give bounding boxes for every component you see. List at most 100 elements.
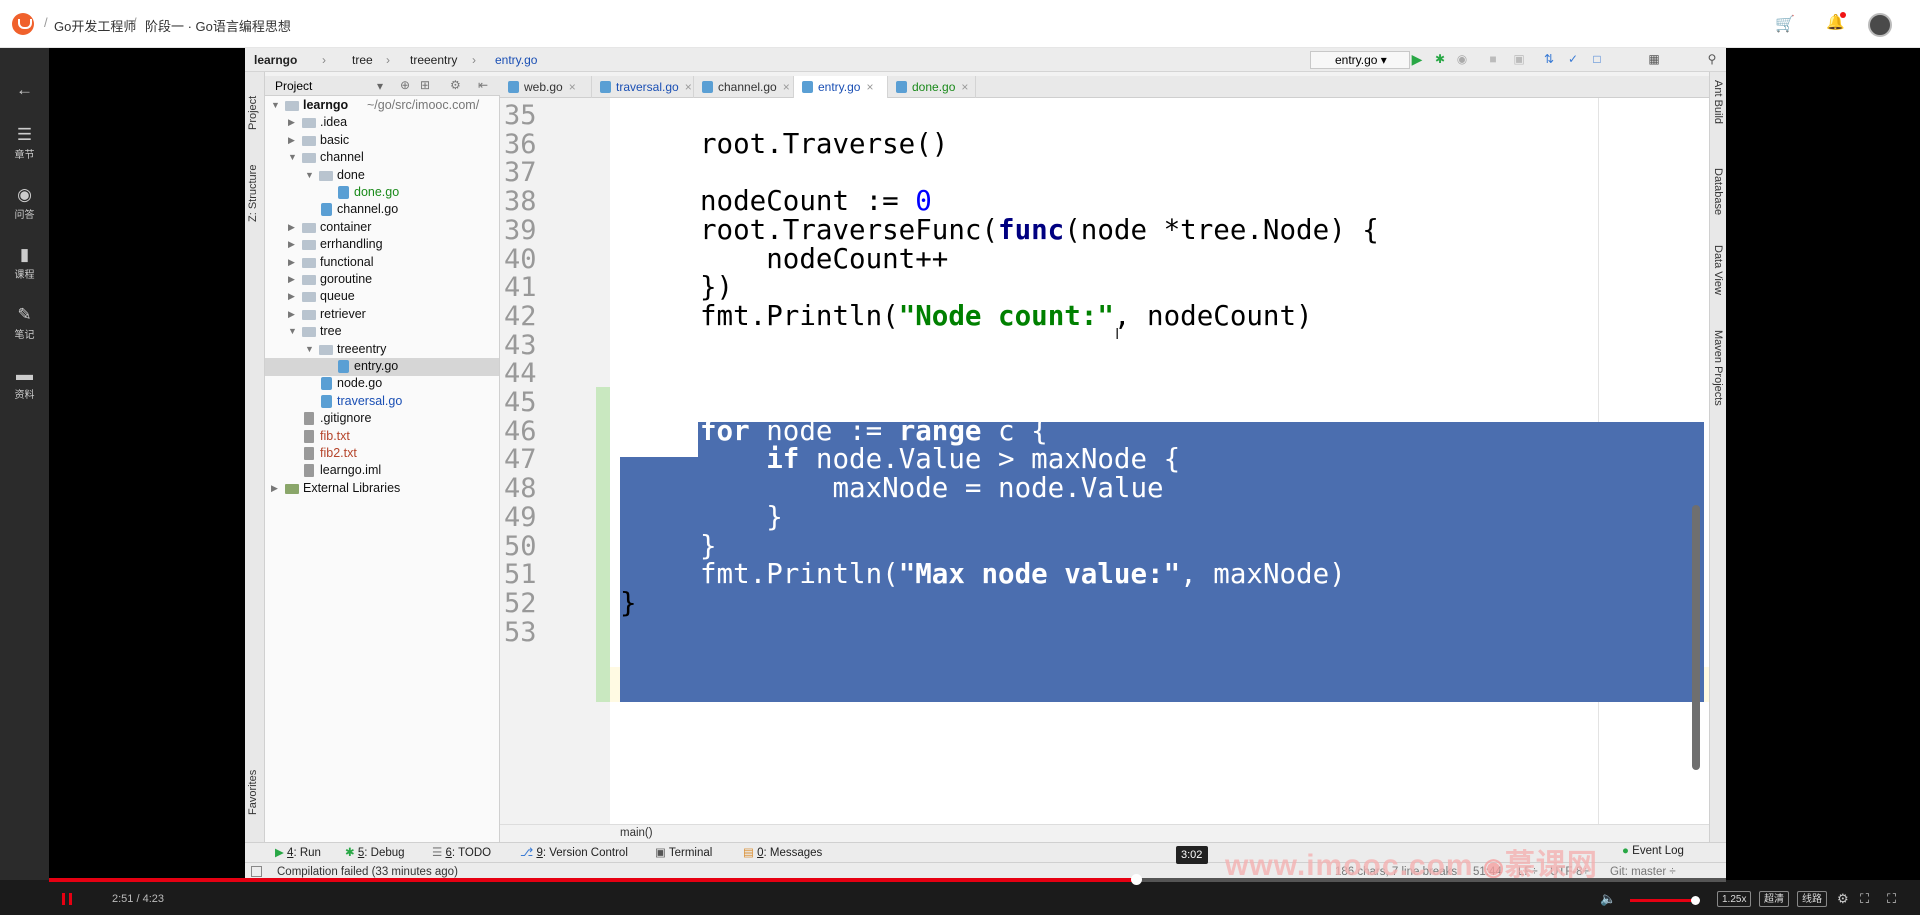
collapse-all-icon[interactable]: ⊞ — [420, 78, 431, 92]
ant-build-tool-tab[interactable]: Ant Build — [1712, 80, 1724, 125]
tree-item-node-go[interactable]: node.go — [265, 375, 499, 393]
code-line[interactable]: } — [620, 586, 637, 619]
toolwindow-todo[interactable]: ☰ 6: TODO — [432, 847, 492, 859]
debug-icon[interactable]: ✱ — [1434, 52, 1446, 66]
collapsed-arrow-icon[interactable]: ▶ — [288, 117, 295, 128]
tree-item-goroutine[interactable]: ▶goroutine — [265, 271, 499, 289]
close-icon[interactable]: × — [866, 80, 874, 94]
search-icon[interactable]: ⚲ — [1707, 52, 1717, 66]
tree-item-fib2-txt[interactable]: fib2.txt — [265, 445, 499, 463]
tree-item-learngo[interactable]: ▼learngo~/go/src/imooc.com/ — [265, 97, 499, 115]
tab-channel-go[interactable]: channel.go× — [694, 76, 794, 98]
sidebar-item-qa[interactable]: ◉问答 — [0, 185, 49, 221]
tree-item-queue[interactable]: ▶queue — [265, 288, 499, 306]
tree-item-functional[interactable]: ▶functional — [265, 254, 499, 272]
tree-item-basic[interactable]: ▶basic — [265, 132, 499, 150]
toolwindow-debug[interactable]: ✱ 5: Debug — [345, 847, 405, 859]
function-crumb[interactable]: main() — [620, 827, 653, 839]
code-line[interactable]: }) — [700, 271, 734, 304]
tree-item-traversal-go[interactable]: traversal.go — [265, 393, 499, 411]
close-icon[interactable]: × — [782, 80, 790, 94]
scroll-from-source-icon[interactable]: ⊕ — [400, 78, 411, 92]
stop-icon[interactable]: ■ — [1489, 52, 1497, 66]
sidebar-item-materials[interactable]: ▬资料 — [0, 365, 49, 401]
tree-item-external-libraries[interactable]: ▶External Libraries — [265, 480, 499, 498]
code-line[interactable]: } — [700, 529, 717, 562]
collapsed-arrow-icon[interactable]: ▶ — [271, 482, 278, 493]
cart-icon[interactable]: 🛒 — [1775, 16, 1795, 33]
pause-icon[interactable] — [62, 893, 72, 905]
sidebar-item-courses[interactable]: ▮课程 — [0, 245, 49, 281]
status-toggle-icon[interactable] — [251, 866, 262, 877]
expanded-arrow-icon[interactable]: ▼ — [288, 152, 297, 163]
tree-item-retriever[interactable]: ▶retriever — [265, 306, 499, 324]
favorites-tool-tab[interactable]: Favorites — [247, 769, 259, 815]
speed-button[interactable]: 1.25x — [1717, 891, 1752, 907]
collapsed-arrow-icon[interactable]: ▶ — [288, 256, 295, 267]
volume-icon[interactable]: 🔈 — [1600, 891, 1617, 906]
tab-done-go[interactable]: done.go× — [888, 76, 976, 98]
gear-icon[interactable]: ⚙ — [450, 78, 461, 92]
toolwindow-run[interactable]: ▶ 4: Run — [275, 847, 321, 859]
settings-icon[interactable]: ⚙ — [1837, 891, 1849, 906]
sidebar-item-notes[interactable]: ✎笔记 — [0, 305, 49, 341]
tree-item-entry-go[interactable]: entry.go — [265, 358, 499, 376]
tree-item-channel-go[interactable]: channel.go — [265, 201, 499, 219]
collapsed-arrow-icon[interactable]: ▶ — [288, 308, 295, 319]
code-line[interactable]: fmt.Println("Node count:", nodeCount) — [700, 299, 1313, 332]
tree-item--idea[interactable]: ▶.idea — [265, 114, 499, 132]
toolwindow-version-control[interactable]: ⎇ 9: Version Control — [520, 847, 628, 859]
close-icon[interactable]: × — [684, 80, 692, 94]
status-position[interactable]: 51:44 — [1473, 866, 1502, 878]
collapsed-arrow-icon[interactable]: ▶ — [288, 274, 295, 284]
expanded-arrow-icon[interactable]: ▼ — [305, 169, 314, 180]
line-button[interactable]: 线路 — [1797, 891, 1827, 907]
tree-item-channel[interactable]: ▼channel — [265, 149, 499, 167]
nav-crumb-treeentry[interactable]: treeentry — [410, 53, 458, 67]
avatar[interactable] — [1868, 13, 1892, 37]
toolwindow-messages[interactable]: ▤ 0: Messages — [743, 847, 823, 859]
widescreen-icon[interactable]: ⛶ — [1860, 891, 1870, 906]
back-button[interactable]: ← — [0, 80, 49, 100]
database-tool-tab[interactable]: Database — [1712, 168, 1724, 216]
chevron-down-icon[interactable]: ▾ — [377, 79, 384, 93]
vcs-compare-icon[interactable]: □ — [1593, 52, 1601, 66]
data-view-tool-tab[interactable]: Data View — [1712, 245, 1724, 295]
breadcrumb-stage[interactable]: 阶段一 · Go语言编程思想 — [145, 19, 291, 34]
hide-panel-icon[interactable]: ⇤ — [478, 78, 489, 92]
nav-crumb-tree[interactable]: tree — [352, 53, 373, 67]
collapsed-arrow-icon[interactable]: ▶ — [288, 221, 295, 232]
expanded-arrow-icon[interactable]: ▼ — [305, 343, 314, 354]
tree-item-done-go[interactable]: done.go — [265, 184, 499, 202]
quality-button[interactable]: 超清 — [1759, 891, 1789, 907]
volume-handle[interactable] — [1690, 896, 1700, 905]
run-configuration-select[interactable]: entry.go ▾ — [1310, 51, 1410, 69]
tree-item-container[interactable]: ▶container — [265, 219, 499, 237]
event-log-button[interactable]: ● Event Log — [1622, 845, 1684, 857]
code-line[interactable]: nodeCount++ — [700, 242, 949, 275]
collapsed-arrow-icon[interactable]: ▶ — [288, 239, 295, 250]
tree-item--gitignore[interactable]: .gitignore — [265, 410, 499, 428]
tab-traversal-go[interactable]: traversal.go× — [592, 76, 694, 98]
code-line[interactable]: maxNode = node.Value — [700, 472, 1164, 505]
sidebar-item-chapters[interactable]: ☰章节 — [0, 125, 49, 161]
close-icon[interactable]: × — [961, 80, 969, 94]
expanded-arrow-icon[interactable]: ▼ — [288, 326, 297, 337]
maven-projects-tool-tab[interactable]: Maven Projects — [1712, 330, 1724, 406]
tree-item-errhandling[interactable]: ▶errhandling — [265, 236, 499, 254]
coverage-icon[interactable]: ◉ — [1456, 52, 1468, 66]
toolwindow-terminal[interactable]: ▣ Terminal — [655, 845, 712, 859]
collapsed-arrow-icon[interactable]: ▶ — [288, 291, 295, 302]
code-line[interactable]: fmt.Println("Max node value:", maxNode) — [700, 558, 1346, 591]
code-line[interactable]: if node.Value > maxNode { — [766, 443, 1181, 476]
tab-entry-go[interactable]: entry.go× — [794, 76, 888, 98]
status-encoding[interactable]: UTF-8÷ — [1550, 866, 1589, 878]
fullscreen-icon[interactable]: ⛶ — [1887, 891, 1897, 906]
vcs-update-icon[interactable]: ⇅ — [1543, 52, 1555, 66]
tree-item-fib-txt[interactable]: fib.txt — [265, 428, 499, 446]
vcs-commit-icon[interactable]: ✓ — [1567, 52, 1579, 66]
tree-item-learngo-iml[interactable]: learngo.iml — [265, 462, 499, 480]
build-icon[interactable]: ▣ — [1513, 52, 1525, 66]
code-line[interactable]: root.Traverse() — [700, 127, 949, 160]
tree-item-done[interactable]: ▼done — [265, 167, 499, 185]
